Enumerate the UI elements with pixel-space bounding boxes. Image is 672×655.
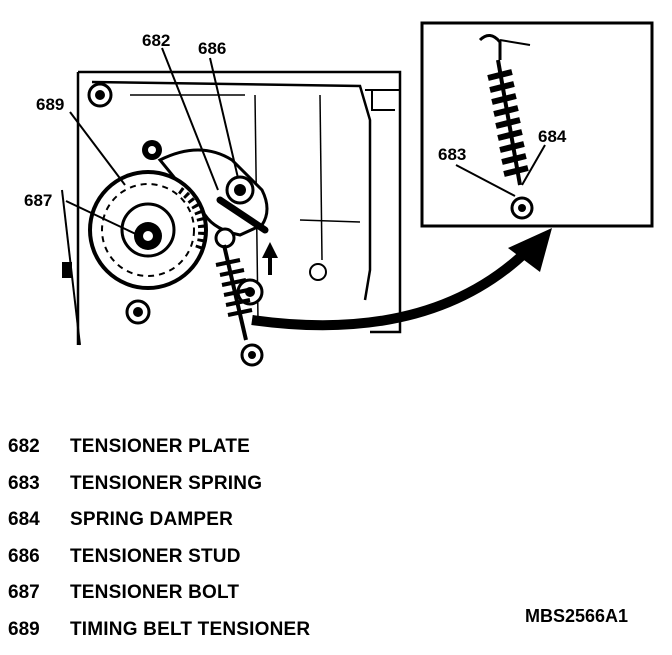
callout-686: 686 — [198, 39, 226, 58]
direction-arrow — [262, 242, 278, 275]
legend-row: 684 SPRING DAMPER — [8, 509, 310, 546]
legend-label: TIMING BELT TENSIONER — [70, 619, 310, 641]
legend-number: 689 — [8, 619, 70, 641]
housing-bolt — [310, 264, 326, 280]
legend-label: TENSIONER BOLT — [70, 582, 239, 604]
legend-row: 682 TENSIONER PLATE — [8, 436, 310, 473]
inset-detail-box — [422, 23, 652, 226]
housing-bolt — [89, 84, 111, 106]
legend-row: 689 TIMING BELT TENSIONER — [8, 619, 310, 655]
housing-mark — [62, 262, 72, 278]
legend-label: TENSIONER SPRING — [70, 473, 262, 495]
legend-number: 683 — [8, 473, 70, 495]
detail-arrow — [252, 228, 552, 325]
callout-689: 689 — [36, 95, 64, 114]
housing-bolt — [127, 301, 149, 323]
legend-number: 684 — [8, 509, 70, 531]
legend-label: TENSIONER STUD — [70, 546, 241, 568]
figure-code: MBS2566A1 — [525, 606, 628, 627]
spring-anchor — [242, 345, 262, 365]
housing-bolt — [142, 140, 162, 160]
callout-684: 684 — [538, 127, 567, 146]
legend-number: 687 — [8, 582, 70, 604]
legend-number: 686 — [8, 546, 70, 568]
tensioner-diagram: 682 686 689 687 683 684 — [0, 0, 672, 430]
callout-682: 682 — [142, 31, 170, 50]
legend-row: 683 TENSIONER SPRING — [8, 473, 310, 510]
inset-spring-bolt — [512, 198, 532, 218]
legend-row: 686 TENSIONER STUD — [8, 546, 310, 583]
legend-number: 682 — [8, 436, 70, 458]
tensioner-stud — [227, 177, 253, 203]
callout-687: 687 — [24, 191, 52, 210]
parts-legend: 682 TENSIONER PLATE 683 TENSIONER SPRING… — [8, 436, 310, 655]
callout-683: 683 — [438, 145, 466, 164]
stud-washer — [216, 229, 234, 247]
legend-label: SPRING DAMPER — [70, 509, 233, 531]
legend-row: 687 TENSIONER BOLT — [8, 582, 310, 619]
legend-label: TENSIONER PLATE — [70, 436, 250, 458]
